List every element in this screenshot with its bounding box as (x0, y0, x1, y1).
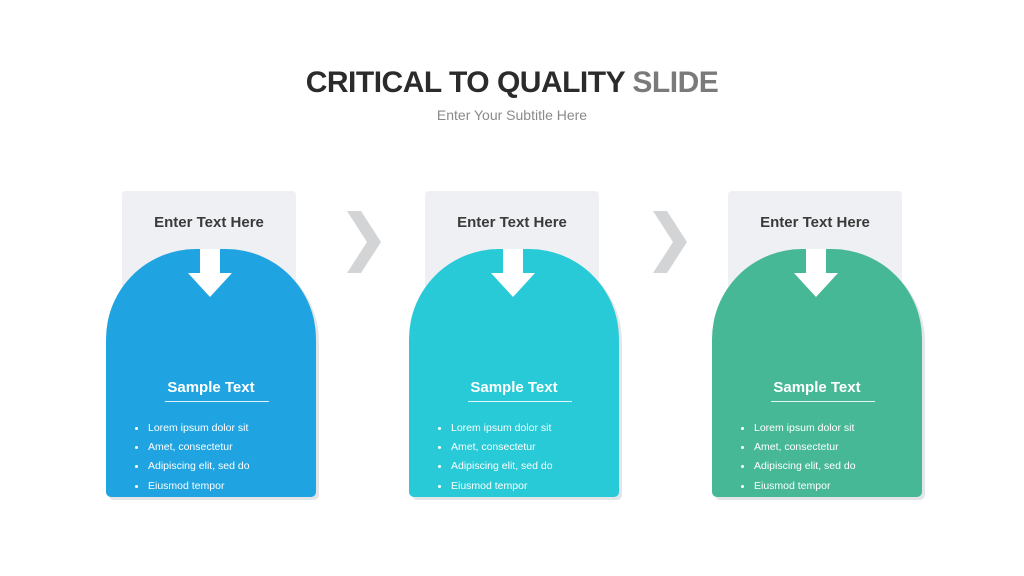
bullet-item: Adipiscing elit, sed do (436, 457, 564, 476)
slide-subtitle: Enter Your Subtitle Here (436, 107, 588, 123)
chevron-right-icon (653, 211, 687, 273)
bullet-item: Amet, consectetur (133, 438, 261, 457)
arrow-down-icon (794, 249, 838, 297)
heading-divider (468, 401, 572, 402)
heading-divider (165, 401, 269, 402)
arrow-down-icon (491, 249, 535, 297)
bullet-item: Eiusmod tempor (133, 477, 261, 496)
bullet-list: Lorem ipsum dolor sit Amet, consectetur … (436, 419, 564, 534)
bullet-item: Lorem ipsum dolor sit (133, 419, 261, 438)
bullet-list: Lorem ipsum dolor sit Amet, consectetur … (739, 419, 867, 534)
bullet-item: Dolore magna aliqua. Ut (436, 515, 564, 534)
bullet-item: Adipiscing elit, sed do (739, 457, 867, 476)
bullet-item: Amet, consectetur (436, 438, 564, 457)
step-card-label: Enter Text Here (154, 214, 264, 231)
chevron-right-icon (347, 211, 381, 273)
bullet-item: Incididunt ut labore et (739, 496, 867, 515)
bullet-item: Adipiscing elit, sed do (133, 457, 261, 476)
step-card-heading: Sample Text (167, 379, 255, 396)
bullet-list: Lorem ipsum dolor sit Amet, consectetur … (133, 419, 261, 534)
bullet-item: Lorem ipsum dolor sit (739, 419, 867, 438)
title-main: CRITICAL TO QUALITY (305, 66, 625, 99)
step-card-heading: Sample Text (470, 379, 558, 396)
heading-divider (771, 401, 875, 402)
step-card-label: Enter Text Here (760, 214, 870, 231)
step-card-1: Enter Text Here Sample Text Lorem ipsum … (106, 191, 320, 530)
bullet-item: Eiusmod tempor (739, 477, 867, 496)
bullet-item: Incididunt ut labore et (436, 496, 564, 515)
arrow-down-icon (188, 249, 232, 297)
step-card-2: Enter Text Here Sample Text Lorem ipsum … (409, 191, 623, 530)
step-card-heading: Sample Text (773, 379, 861, 396)
bullet-item: Lorem ipsum dolor sit (436, 419, 564, 438)
bullet-item: Dolore magna aliqua. Ut (133, 515, 261, 534)
step-card-label: Enter Text Here (457, 214, 567, 231)
bullet-item: Eiusmod tempor (436, 477, 564, 496)
title-accent: SLIDE (632, 66, 719, 99)
slide-title: CRITICAL TO QUALITY SLIDE (0, 66, 1024, 100)
bullet-item: Dolore magna aliqua. Ut (739, 515, 867, 534)
bullet-item: Amet, consectetur (739, 438, 867, 457)
step-card-3: Enter Text Here Sample Text Lorem ipsum … (712, 191, 926, 530)
bullet-item: Incididunt ut labore et (133, 496, 261, 515)
